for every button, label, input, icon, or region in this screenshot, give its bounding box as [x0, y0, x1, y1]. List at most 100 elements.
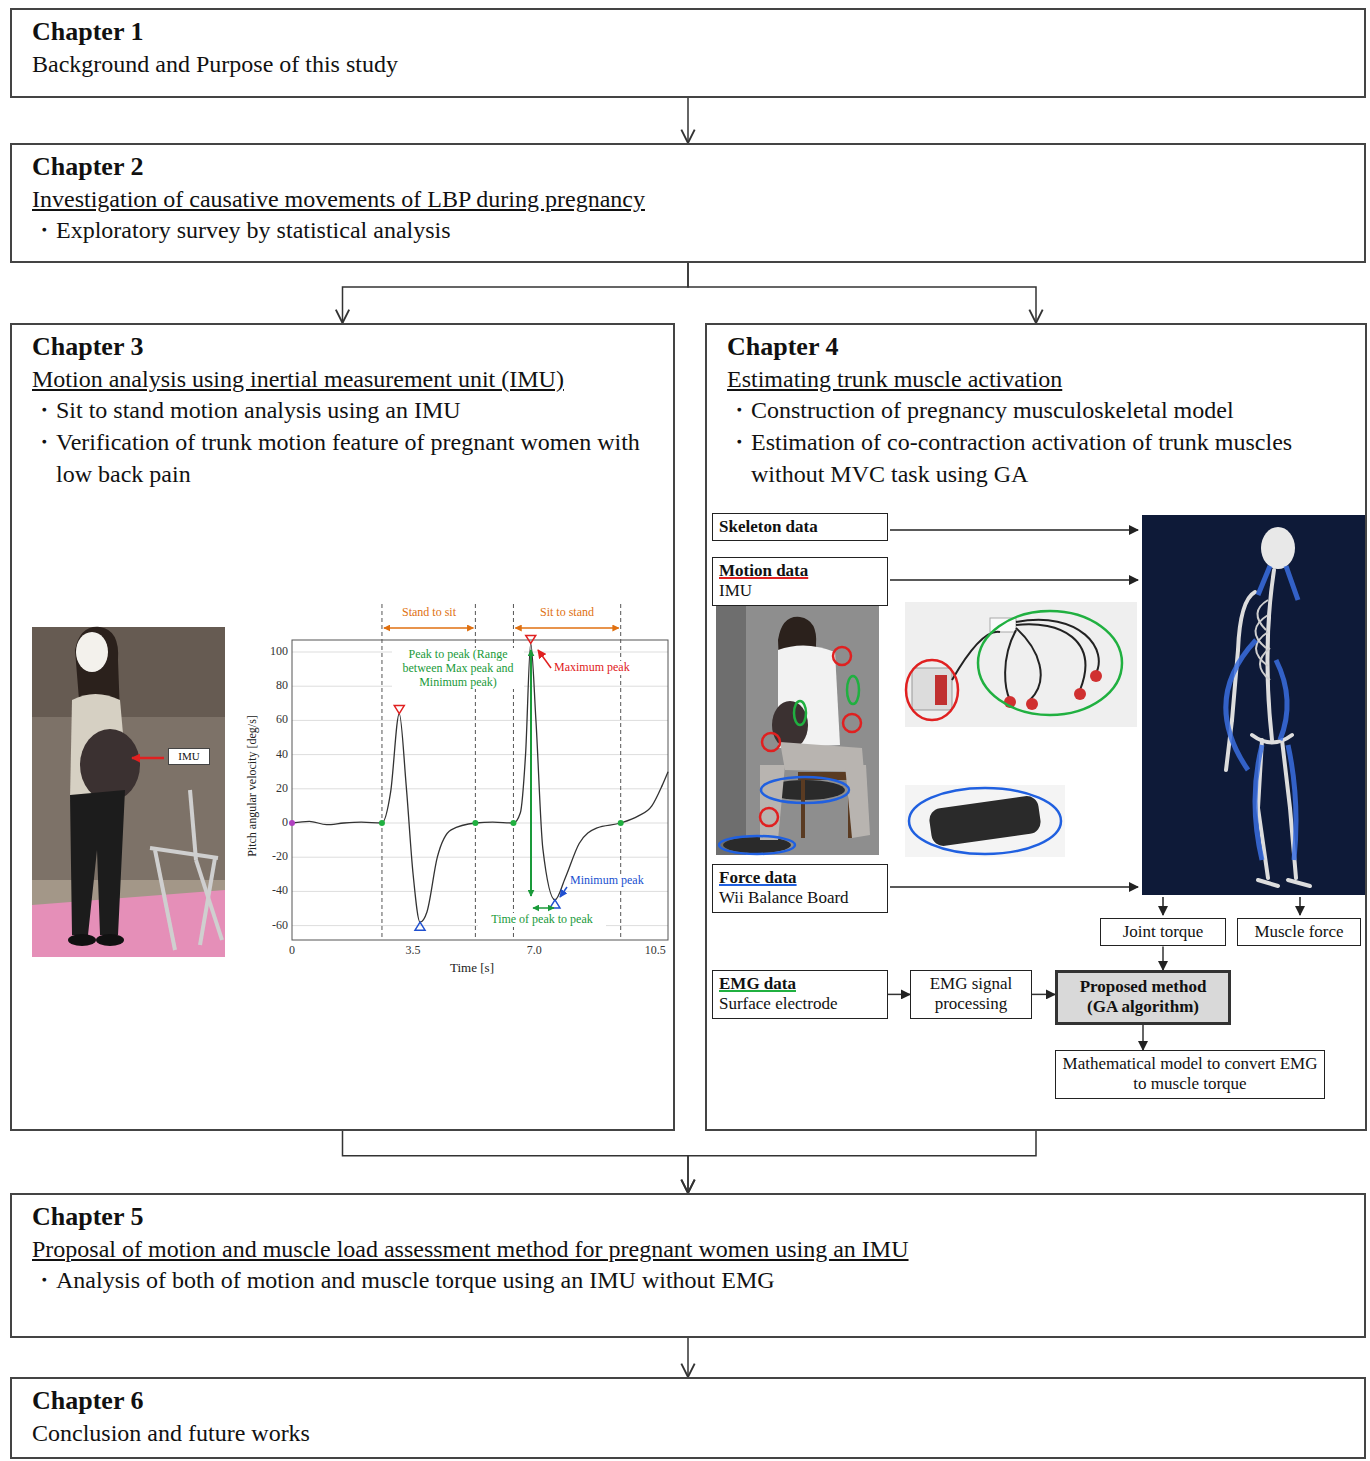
- box-label: IMU: [719, 581, 881, 601]
- data-flow-arrows: [890, 529, 1138, 531]
- sitting-subject-photo: [845, 765, 870, 838]
- musculoskeletal-model: [1226, 640, 1256, 770]
- chapter-heading: Chapter 2: [32, 151, 1344, 184]
- pregnant-woman-photo: [190, 790, 196, 860]
- annotation: Maximum peak: [553, 661, 643, 675]
- sensor-photo: [1016, 624, 1085, 690]
- sitting-subject-photo: [794, 701, 806, 725]
- sensor-photo: [978, 611, 1122, 715]
- phase-label: Sit to stand: [527, 606, 607, 620]
- sensor-photo: [1005, 630, 1016, 700]
- chapter-title: Motion analysis using inertial measureme…: [32, 364, 653, 396]
- balance-board-photo: [905, 785, 1065, 857]
- phase-label: Stand to sit: [389, 606, 469, 620]
- pregnant-woman-photo: [32, 880, 225, 957]
- callout-box: IMU: [168, 748, 210, 765]
- leader-line: [560, 887, 567, 897]
- musculoskeletal-model: [1232, 650, 1238, 720]
- sitting-subject-photo: [760, 765, 785, 840]
- max-peak-marker: [526, 635, 536, 643]
- flow-arrow: [343, 1131, 689, 1193]
- sitting-subject-photo: [794, 676, 859, 725]
- musculoskeletal-model: [1255, 745, 1262, 860]
- pregnant-woman-photo: [196, 860, 222, 940]
- musculoskeletal-model: [1260, 648, 1270, 680]
- sensor-photo: [1090, 670, 1102, 682]
- pregnant-woman-photo: [155, 850, 175, 950]
- musculoskeletal-model: [1255, 600, 1270, 680]
- sitting-subject-photo: [801, 780, 805, 838]
- flow-arrow: [343, 263, 689, 323]
- musculoskeletal-model: [1256, 632, 1268, 666]
- chapter-box: Chapter 4Estimating trunk muscle activat…: [705, 323, 1367, 1131]
- plot-frame: [292, 640, 668, 940]
- musculoskeletal-model: [1261, 527, 1295, 569]
- pregnant-woman-photo: [132, 757, 164, 760]
- sitting-subject-photo: [760, 647, 861, 826]
- pregnant-woman-photo: [96, 934, 124, 946]
- musculoskeletal-model: [1258, 566, 1270, 595]
- sitting-subject-photo: [833, 647, 851, 665]
- grid-line: [292, 788, 668, 789]
- flow-arrow: [1142, 1025, 1144, 1050]
- axis-tick: -40: [256, 884, 288, 898]
- sitting-subject-photo: [843, 714, 861, 732]
- flow-arrow: [688, 1131, 1036, 1193]
- range-arrow: [530, 650, 532, 896]
- velocity-curve: [292, 643, 668, 922]
- chapter-body: Conclusion and future works: [32, 1418, 1344, 1450]
- bullet-text: ・Sit to stand motion analysis using an I…: [32, 395, 653, 427]
- musculoskeletal-model: [1282, 740, 1296, 878]
- box-label: Proposed method (GA algorithm): [1064, 977, 1222, 1018]
- flow-arrow: [888, 994, 910, 996]
- axis-tick: 3.5: [393, 944, 433, 958]
- chapter-heading: Chapter 1: [32, 16, 1344, 49]
- max-peak-marker: [394, 706, 404, 714]
- musculoskeletal-model: [1267, 570, 1274, 740]
- process-box: Mathematical model to convert EMG to mus…: [1055, 1050, 1325, 1099]
- axis-tick: -60: [256, 919, 288, 933]
- bullet-text: ・Analysis of both of motion and muscle t…: [32, 1265, 1344, 1297]
- data-flow-arrows: [890, 530, 1300, 915]
- time-arrow: [533, 907, 554, 909]
- sitting-subject-photo: [762, 733, 780, 751]
- angular-velocity-chart: [289, 604, 668, 940]
- musculoskeletal-model: [1288, 880, 1310, 886]
- musculoskeletal-model: [1142, 515, 1366, 895]
- bullet-text: ・Verification of trunk motion feature of…: [32, 427, 653, 490]
- chapter-heading: Chapter 5: [32, 1201, 1344, 1234]
- chapter-title: Investigation of causative movements of …: [32, 184, 1344, 216]
- sensor-photo: [906, 660, 958, 720]
- sitting-subject-photo: [719, 836, 795, 854]
- chapter-title: Estimating trunk muscle activation: [727, 364, 1345, 396]
- annotation: Peak to peak (Range between Max peak and…: [392, 648, 524, 689]
- data-flow-arrows: [1299, 897, 1301, 915]
- data-box: EMG dataSurface electrode: [712, 970, 888, 1019]
- grid-line: [292, 891, 668, 892]
- musculoskeletal-model: [1276, 660, 1287, 740]
- sitting-subject-photo: [723, 837, 791, 853]
- axis-tick: 0: [256, 816, 288, 830]
- musculoskeletal-model: [1258, 880, 1278, 886]
- musculoskeletal-model: [1288, 745, 1296, 860]
- box-label: EMG signal processing: [917, 974, 1025, 1015]
- pregnant-woman-photo: [32, 627, 225, 957]
- box-label: Muscle force: [1244, 922, 1354, 942]
- sitting-subject-photo: [716, 605, 746, 855]
- chapter-box: Chapter 1Background and Purpose of this …: [10, 8, 1366, 98]
- data-flow-arrows: [890, 886, 1138, 888]
- grid-line: [292, 754, 668, 755]
- sensor-photo: [1016, 620, 1099, 675]
- sitting-subject-photo: [772, 701, 808, 749]
- chapter-box: Chapter 5Proposal of motion and muscle l…: [10, 1193, 1366, 1338]
- sensor-photo: [1074, 688, 1086, 700]
- pregnant-woman-photo: [80, 729, 140, 801]
- flow-arrow: [688, 263, 1036, 323]
- box-label: Mathematical model to convert EMG to mus…: [1062, 1054, 1318, 1095]
- balance-board-photo: [905, 785, 1065, 857]
- box-label: Force data: [719, 868, 881, 888]
- phase-marker: [289, 820, 295, 826]
- musculoskeletal-model: [1252, 735, 1292, 743]
- chapter-heading: Chapter 3: [32, 331, 653, 364]
